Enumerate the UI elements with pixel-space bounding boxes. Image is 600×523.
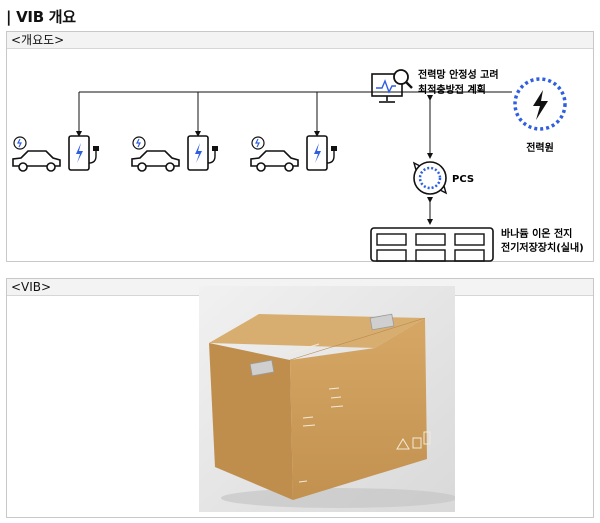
- box-left-face: [209, 343, 293, 500]
- power-source-label: 전력원: [526, 141, 554, 154]
- battery-bank-icon: [370, 227, 494, 262]
- overview-panel: <개요도> 전력망 안정성 고려 최적충방전 계획: [6, 31, 594, 262]
- car-icon: [12, 136, 61, 172]
- pcs-label: PCS: [452, 174, 474, 185]
- car-icon: [131, 136, 180, 172]
- charger-icon: [68, 135, 99, 171]
- ev-station-2: [131, 135, 218, 172]
- overview-panel-label: <개요도>: [7, 32, 593, 49]
- charger-icon: [187, 135, 218, 171]
- vib-product-image: [199, 286, 455, 512]
- plan-label-2: 최적충방전 계획: [418, 83, 486, 96]
- vib-panel: <VIB>: [6, 278, 594, 518]
- battery-label-2: 전기저장장치(실내): [501, 241, 584, 254]
- battery-label-1: 바나듐 이온 전지: [501, 227, 572, 240]
- box-handle: [369, 313, 395, 331]
- car-icon: [250, 136, 299, 172]
- monitoring-icon: [371, 69, 413, 103]
- box-markings: [286, 343, 431, 483]
- plan-label-1: 전력망 안정성 고려: [418, 68, 499, 81]
- page-title: | VIB 개요: [6, 8, 76, 26]
- box-handle: [249, 359, 275, 377]
- box-front-face: [290, 318, 427, 500]
- pcs-icon: [412, 161, 448, 195]
- overview-diagram: 전력망 안정성 고려 최적충방전 계획 전력원: [12, 68, 584, 262]
- ev-station-3: [250, 135, 337, 172]
- ev-station-1: [12, 135, 99, 172]
- charger-icon: [306, 135, 337, 171]
- lightning-icon: [513, 77, 567, 131]
